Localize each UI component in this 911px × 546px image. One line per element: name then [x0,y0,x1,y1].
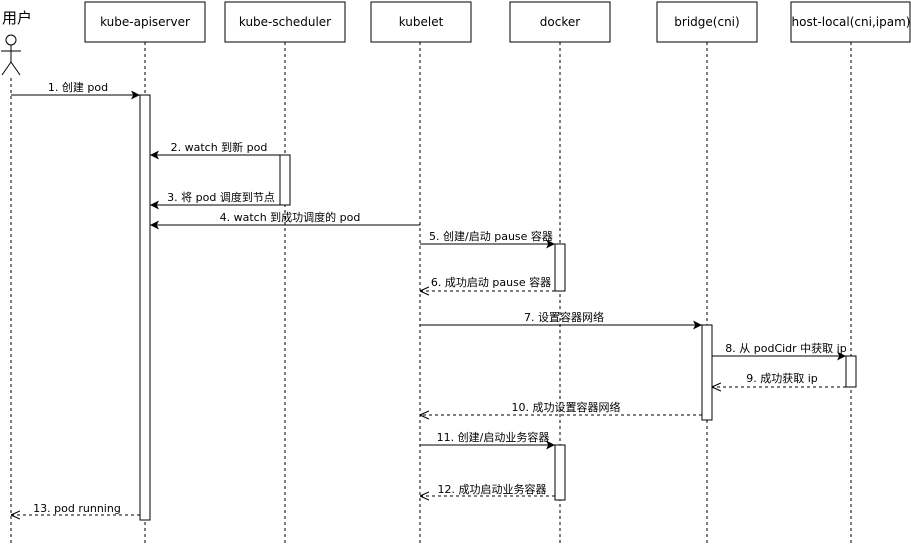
message-label: 1. 创建 pod [48,80,108,94]
message-11[interactable]: 11. 创建/启动业务容器 [420,430,555,450]
participant-label: host-local(cni,ipam) [792,15,911,29]
activation-docker-app [554,444,566,501]
message-1[interactable]: 1. 创建 pod [11,80,140,100]
message-3[interactable]: 3. 将 pod 调度到节点 [150,190,280,210]
message-label: 6. 成功启动 pause 容器 [431,275,551,289]
activation-hostlocal [845,355,857,388]
message-label: 13. pod running [33,502,121,515]
message-label: 12. 成功启动业务容器 [438,482,547,496]
participant-apiserver[interactable]: kube-apiserver [84,1,206,43]
activations [139,94,857,521]
lifelines [10,42,852,546]
activation-apiserver [139,94,151,521]
message-5[interactable]: 5. 创建/启动 pause 容器 [420,229,555,249]
activation-bridge [701,324,713,421]
message-label: 9. 成功获取 ip [746,372,818,385]
message-12[interactable]: 12. 成功启动业务容器 [420,482,555,496]
message-13[interactable]: 13. pod running [11,502,140,515]
participant-hostlocal[interactable]: host-local(cni,ipam) [790,1,911,43]
message-6[interactable]: 6. 成功启动 pause 容器 [420,275,555,291]
activation-docker-pause [554,243,566,292]
message-label: 8. 从 podCidr 中获取 ip [725,342,846,355]
message-label: 3. 将 pod 调度到节点 [167,190,275,204]
message-4[interactable]: 4. watch 到成功调度的 pod [150,210,420,230]
message-label: 5. 创建/启动 pause 容器 [429,229,553,243]
user-actor[interactable]: 用户 [1,9,32,76]
participant-label: kubelet [399,15,444,29]
participant-label: kube-apiserver [100,15,190,29]
message-label: 4. watch 到成功调度的 pod [220,210,361,224]
participant-label: kube-scheduler [239,15,331,29]
participant-scheduler[interactable]: kube-scheduler [224,1,346,43]
message-label: 10. 成功设置容器网络 [512,400,621,414]
message-label: 2. watch 到新 pod [171,140,268,154]
activation-scheduler [279,154,291,206]
participant-kubelet[interactable]: kubelet [370,1,472,43]
participant-label: bridge(cni) [674,15,739,29]
participant-docker[interactable]: docker [509,1,611,43]
message-10[interactable]: 10. 成功设置容器网络 [420,400,702,415]
message-label: 11. 创建/启动业务容器 [437,430,550,444]
participant-bridge[interactable]: bridge(cni) [656,1,758,43]
user-label: 用户 [2,9,32,27]
message-8[interactable]: 8. 从 podCidr 中获取 ip [712,342,847,361]
message-2[interactable]: 2. watch 到新 pod [150,140,280,160]
user-icon [1,34,21,76]
message-label: 7. 设置容器网络 [524,310,604,324]
message-7[interactable]: 7. 设置容器网络 [420,310,702,330]
message-9[interactable]: 9. 成功获取 ip [712,372,846,387]
participant-label: docker [540,15,580,29]
